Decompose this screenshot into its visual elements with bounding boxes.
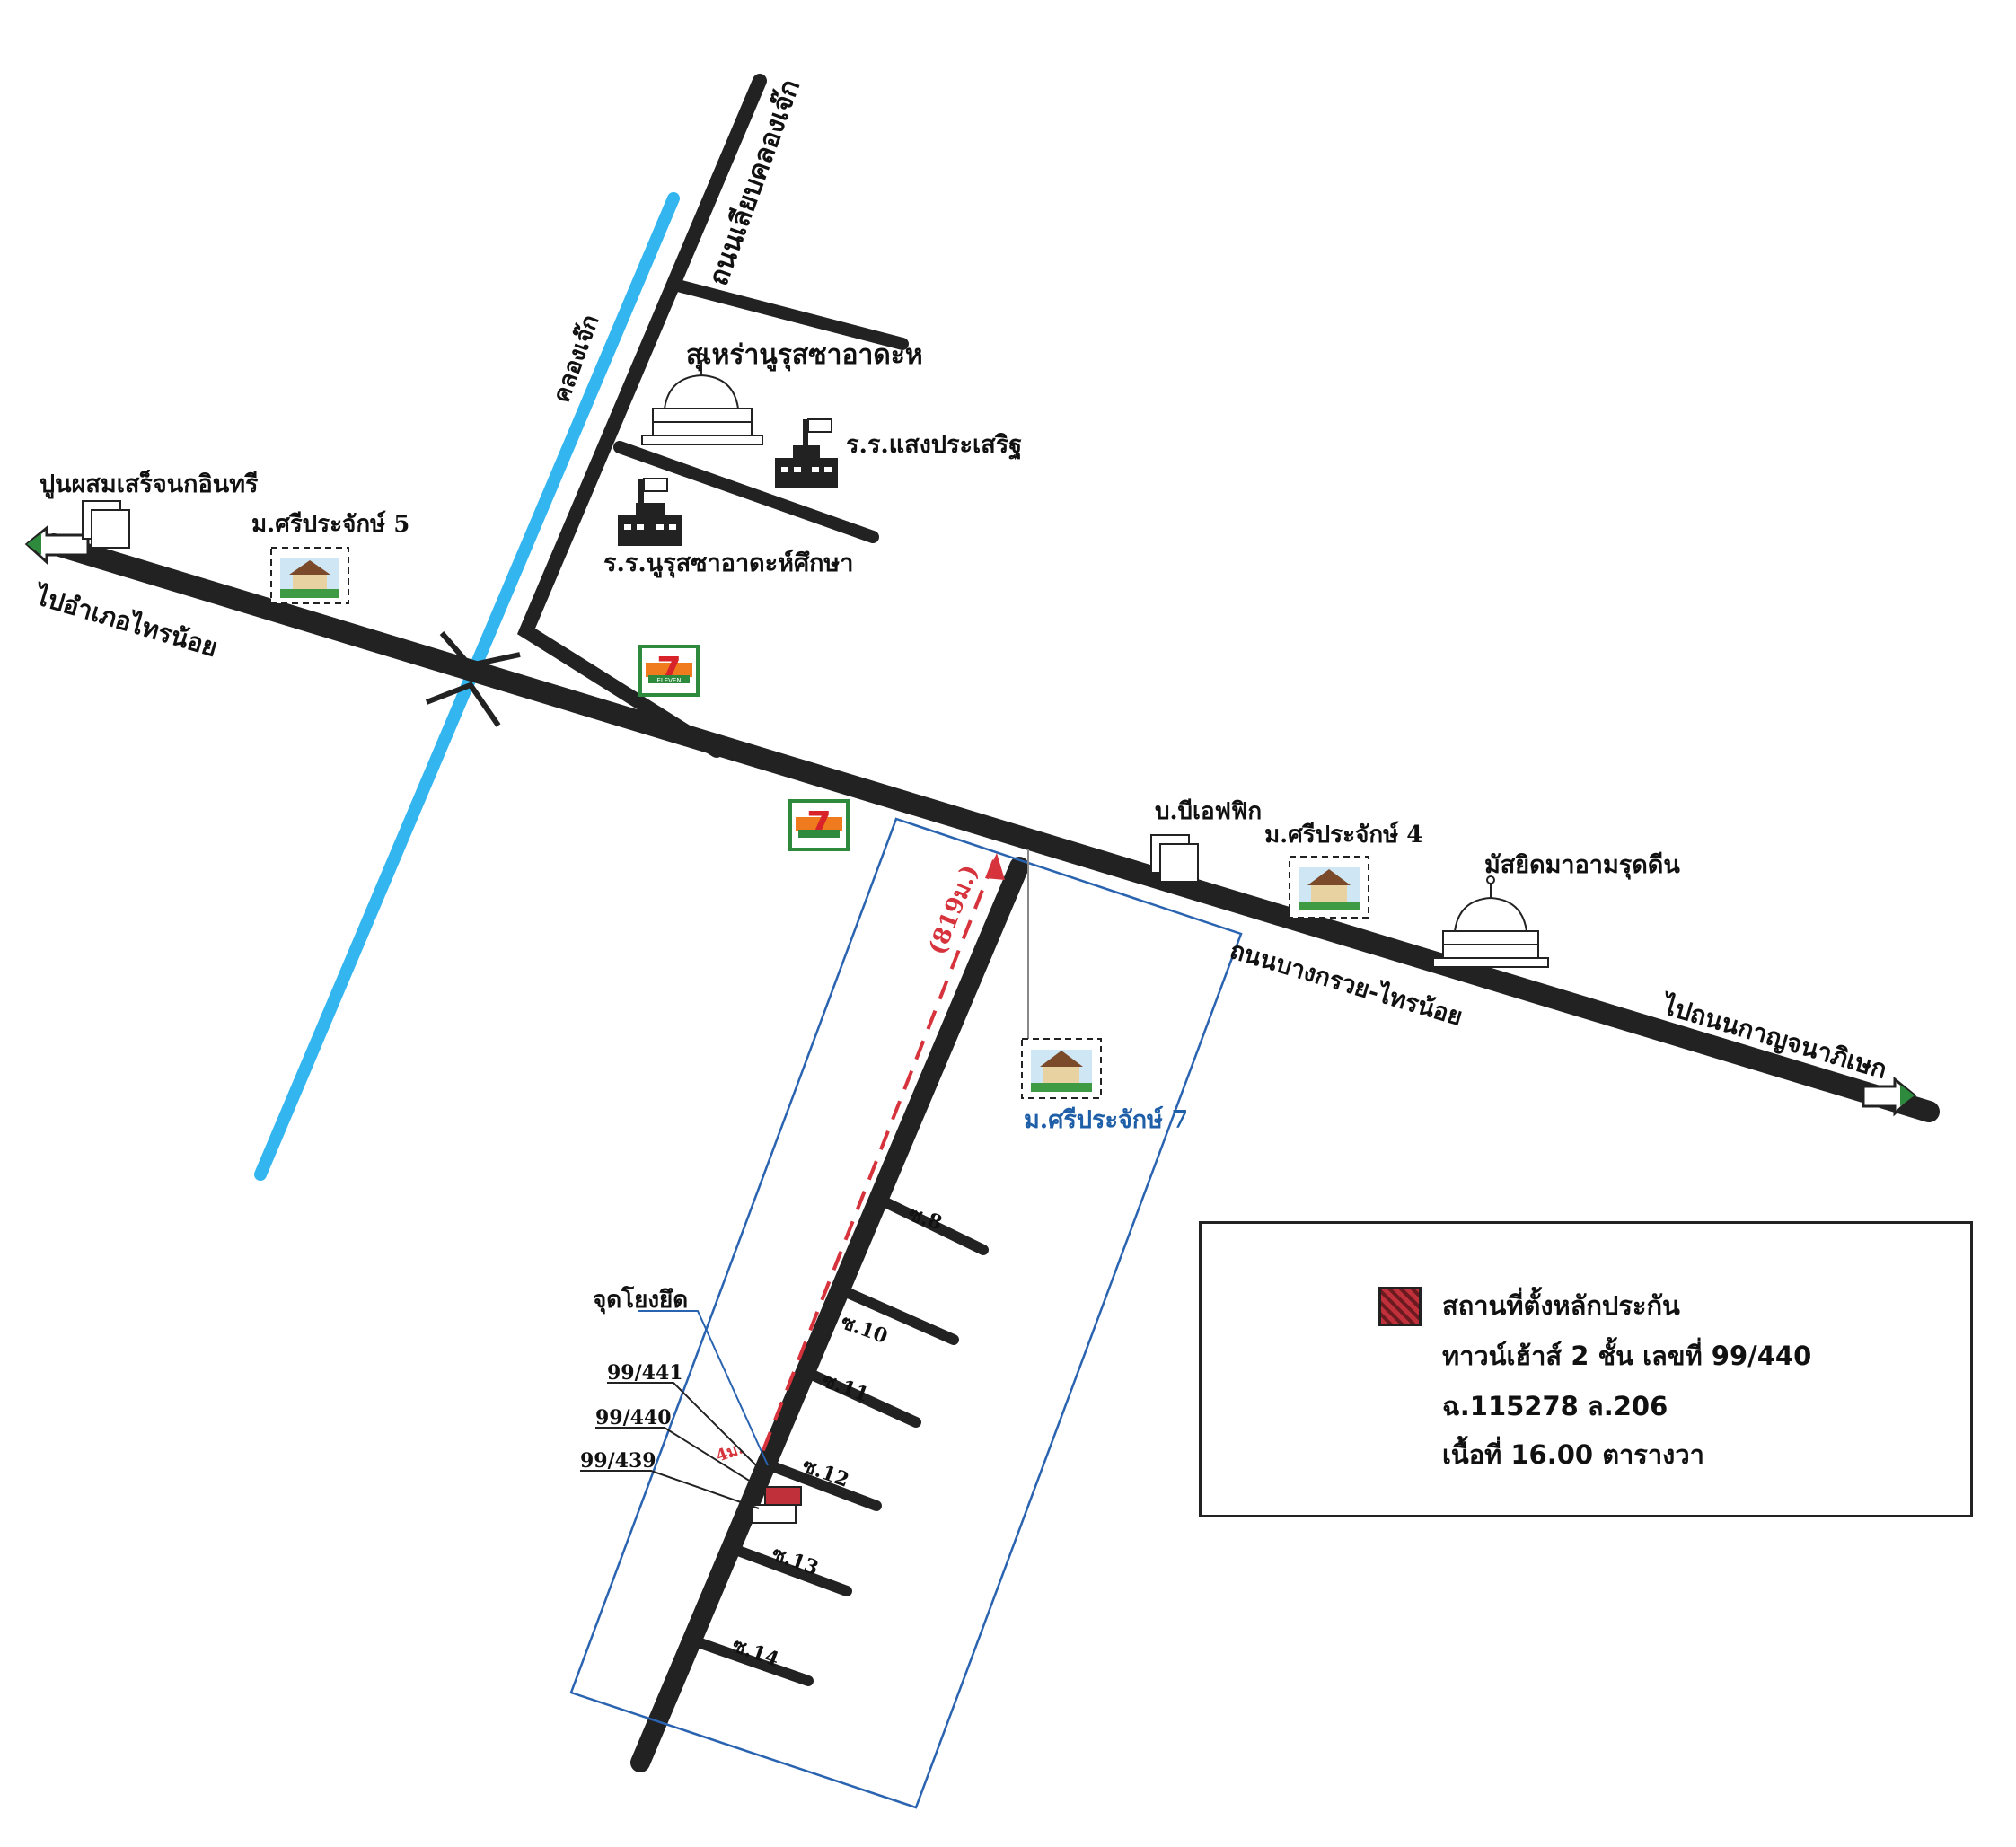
property-swatch [1378, 1287, 1422, 1326]
seven-eleven-icon-south: 7 [788, 799, 850, 851]
school-icon-2 [618, 478, 682, 546]
house-number-99-441: 99/441 [607, 1361, 683, 1385]
bridge-icon [425, 631, 521, 727]
soi-11-label: ซ.11 [819, 1368, 872, 1407]
branch-road-1 [672, 279, 909, 350]
house-icon-village-5 [270, 547, 349, 604]
svg-text:7: 7 [656, 650, 682, 691]
soi-11-road [805, 1368, 921, 1428]
soi-10-label: ซ.10 [838, 1310, 891, 1349]
village-7-label: ม.ศรีประจักษ์ 7 [1024, 1105, 1188, 1134]
village-5-label: ม.ศรีประจักษ์ 5 [251, 510, 409, 538]
seven-eleven-text: ELEVEN [656, 677, 681, 684]
company-label: บ.บีเอฟฟิก [1155, 798, 1262, 825]
shop-icon-cement [82, 500, 130, 549]
house-number-99-440: 99/440 [595, 1406, 672, 1429]
soi-8-road [882, 1198, 989, 1255]
legend-title: สถานที่ตั้งหลักประกัน [1442, 1290, 1680, 1321]
arrow-icon-east [1862, 1076, 1917, 1117]
house-icon-village-4 [1289, 856, 1369, 919]
reference-leader [638, 1310, 769, 1466]
seven-eleven-icon-north: 7 ELEVEN [638, 645, 700, 697]
reference-point-label: จุดโยงยึด [593, 1285, 688, 1315]
soi-10-road [839, 1286, 959, 1345]
leader-99-440 [595, 1427, 766, 1491]
route-line [760, 859, 996, 1456]
branch-road-2 [613, 441, 879, 543]
school-2-label: ร.ร.นูรุสซาอาดะห์ศึกษา [603, 549, 853, 578]
north-road [516, 74, 767, 758]
route-arrow-icon [985, 853, 1005, 880]
leader-99-441 [607, 1382, 760, 1469]
shop-icon-company [1150, 834, 1199, 883]
arrow-icon-west [24, 524, 90, 566]
soi-14-road [695, 1638, 814, 1686]
school-1-label: ร.ร.แสงประเสริฐ [846, 431, 1022, 461]
soi-8-label: ซ.8 [905, 1202, 945, 1235]
legend-box: สถานที่ตั้งหลักประกัน ทาวน์เฮ้าส์ 2 ชั้น… [1199, 1221, 1973, 1517]
legend-line-1: ทาวน์เฮ้าส์ 2 ชั้น เลขที่ 99/440 [1442, 1341, 1812, 1371]
mosque-icon-north [641, 353, 763, 445]
mosque-icon-east [1432, 875, 1549, 968]
svg-text:7: 7 [806, 805, 832, 846]
legend-line-2: ฉ.115278 ล.206 [1442, 1391, 1668, 1421]
house-icon-village-7 [1021, 1038, 1102, 1099]
village-4-label: ม.ศรีประจักษ์ 4 [1264, 821, 1422, 849]
main-road [43, 533, 1940, 1122]
house-number-99-439: 99/439 [580, 1449, 656, 1473]
soi-12-road [767, 1461, 882, 1511]
leader-99-439 [580, 1470, 760, 1509]
secondary-road [630, 857, 1029, 1772]
legend-line-3: เนื้อที่ 16.00 ตารางวา [1442, 1439, 1704, 1470]
mosque-north-label: สุเหร่านูรุสซาอาดะห [686, 339, 923, 372]
mosque-east-label: มัสยิดมาอามรุดดีน [1484, 851, 1680, 880]
school-icon-1 [775, 418, 838, 488]
cement-shop-label: ปูนผสมเสร็จนกอินทรี [40, 468, 259, 499]
soi-13-road [733, 1545, 852, 1596]
property-marker [752, 1486, 802, 1524]
distance-label: (819ม.) [924, 861, 984, 959]
boundary-box [569, 817, 1243, 1809]
